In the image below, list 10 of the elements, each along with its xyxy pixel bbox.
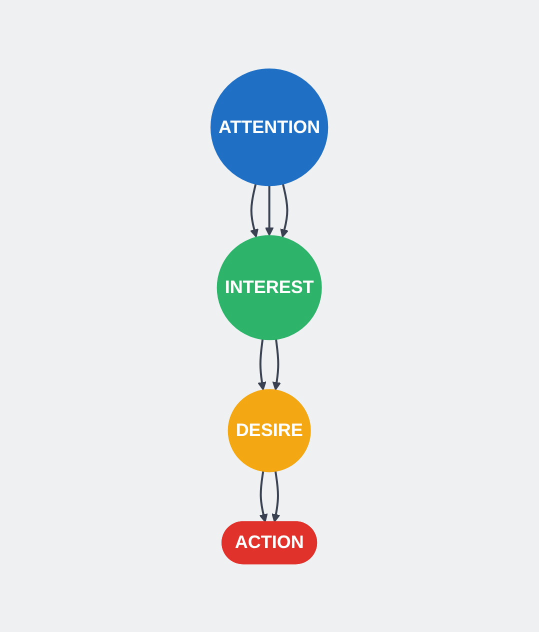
arrow: [250, 183, 259, 238]
arrow: [272, 470, 280, 522]
node-circle: ATTENTION: [210, 68, 328, 186]
arrow: [265, 185, 274, 236]
node-circle: INTEREST: [217, 234, 322, 340]
arrow: [280, 183, 289, 238]
arrow: [259, 470, 268, 522]
arrow: [258, 338, 267, 390]
arrow: [272, 338, 282, 390]
node-circle: DESIRE: [228, 388, 312, 472]
